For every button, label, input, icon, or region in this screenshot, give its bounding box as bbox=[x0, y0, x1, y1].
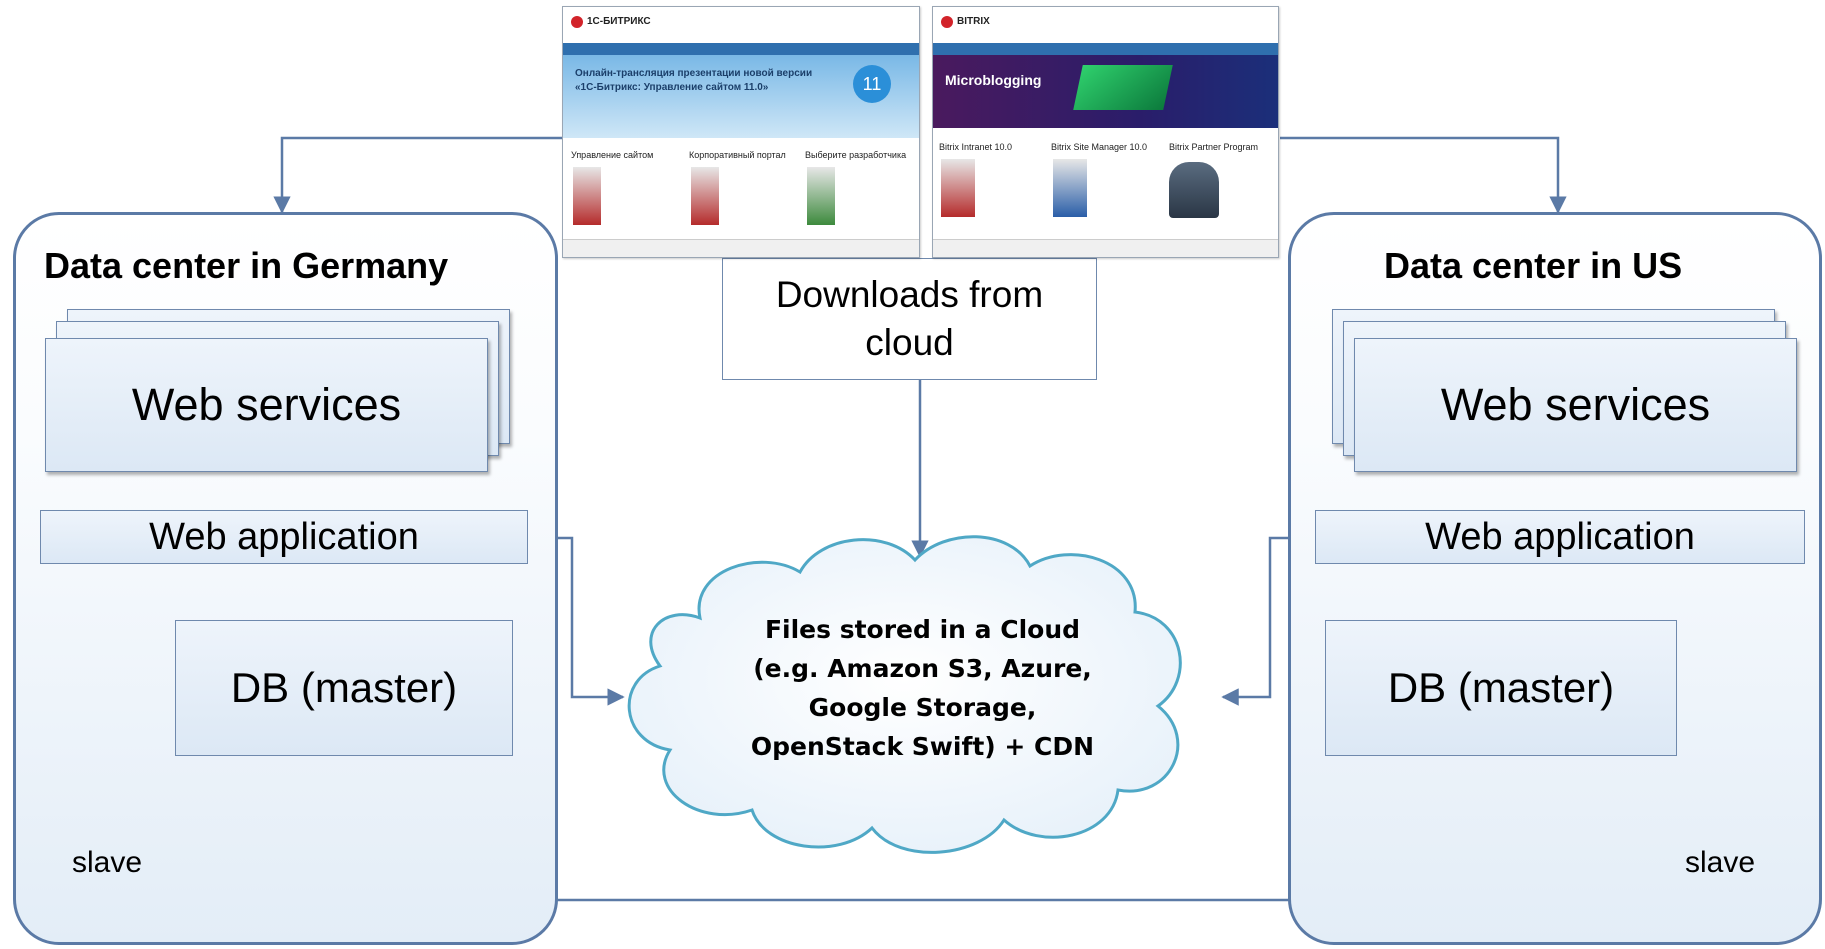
shot1-headline: Онлайн-трансляция презентации новой верс… bbox=[575, 68, 813, 93]
web-services-box-left: Web services bbox=[45, 338, 488, 472]
cloud-shape bbox=[627, 535, 1182, 854]
cloud-line4: OpenStack Swift) + CDN bbox=[750, 732, 1095, 761]
shot2-product-box-2 bbox=[1053, 159, 1087, 217]
shot2-product-box-1 bbox=[941, 159, 975, 217]
shot2-logo: BITRIX bbox=[957, 16, 990, 27]
downloads-line2: cloud bbox=[865, 322, 954, 363]
shot2-headline: Microblogging bbox=[945, 72, 1042, 88]
shot2-partner-strip bbox=[933, 239, 1278, 257]
downloads-box: Downloads from cloud bbox=[722, 258, 1097, 380]
bitrix-logo-icon bbox=[571, 16, 583, 28]
db-master-box-left: DB (master) bbox=[175, 620, 513, 756]
slave-label-right: slave bbox=[1685, 846, 1756, 879]
shot1-col3: Выберите разработчика bbox=[805, 150, 907, 160]
downloads-line1: Downloads from bbox=[775, 274, 1044, 315]
shot1-badge-icon: 11 bbox=[853, 65, 891, 103]
shot2-col1: Bitrix Intranet 10.0 bbox=[939, 142, 1013, 152]
shot2-col2: Bitrix Site Manager 10.0 bbox=[1051, 142, 1148, 152]
db-master-box-right: DB (master) bbox=[1325, 620, 1677, 756]
shot2-people-icon bbox=[1169, 162, 1219, 218]
slave-label-left: slave bbox=[72, 846, 143, 879]
cloud-line2: (e.g. Amazon S3, Azure, bbox=[753, 654, 1092, 683]
shot1-product-box-2 bbox=[691, 167, 719, 225]
shot2-col3: Bitrix Partner Program bbox=[1169, 142, 1259, 152]
cloud-line1: Files stored in a Cloud bbox=[764, 615, 1081, 644]
cloud-line3: Google Storage, bbox=[808, 693, 1037, 722]
website-screenshot-bitrix: BITRIX Microblogging Bitrix Intranet 10.… bbox=[932, 6, 1279, 258]
bitrix-logo-icon-2 bbox=[941, 16, 953, 28]
datacenter-us-title: Data center in US bbox=[1384, 245, 1683, 286]
arrow-screenshot-to-germany bbox=[273, 136, 562, 214]
website-screenshot-1c-bitrix: 1С-БИТРИКС Онлайн-трансляция презентации… bbox=[562, 6, 920, 258]
cloud-label: Files stored in a Cloud (e.g. Amazon S3,… bbox=[690, 610, 1155, 766]
shot1-partner-strip bbox=[563, 239, 919, 257]
shot1-product-box-3 bbox=[807, 167, 835, 225]
web-application-box-right: Web application bbox=[1315, 510, 1805, 564]
datacenter-germany-title: Data center in Germany bbox=[44, 245, 449, 286]
shot1-logo: 1С-БИТРИКС bbox=[587, 16, 651, 27]
web-application-box-left: Web application bbox=[40, 510, 528, 564]
shot2-laptop-icon bbox=[1073, 65, 1173, 110]
shot1-col2: Корпоративный портал bbox=[689, 150, 786, 160]
arrow-screenshot-to-us bbox=[1280, 136, 1567, 214]
shot1-product-box-1 bbox=[573, 167, 601, 225]
web-services-box-right: Web services bbox=[1354, 338, 1797, 472]
shot1-col1: Управление сайтом bbox=[571, 150, 654, 160]
